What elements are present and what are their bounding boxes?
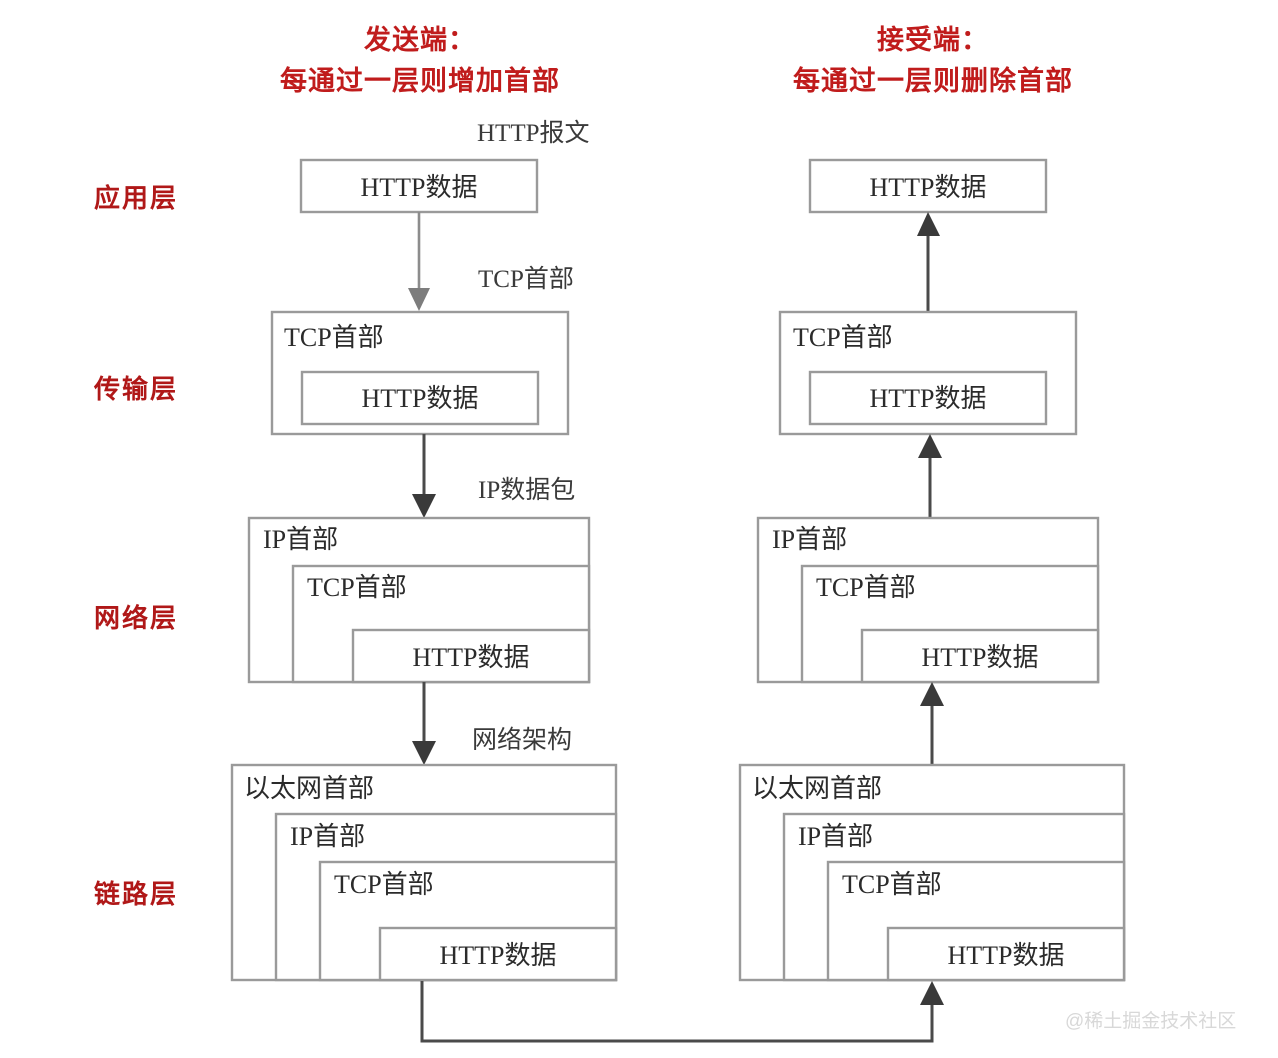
pdu-label-ip-packet: IP数据包 (478, 476, 575, 504)
arrow-head-icon (917, 212, 940, 236)
receiver-arrow-link-to-network (920, 682, 944, 765)
sender-app-http-data-rect (299, 158, 539, 214)
sender-header: 发送端： 每通过一层则增加首部 (280, 24, 560, 96)
sender-link-ethernet-header-label: 以太网首部 (244, 774, 374, 803)
sender-app-http-data-label: HTTP数据 (360, 173, 477, 202)
receiver-link-ethernet-header-label: 以太网首部 (752, 774, 882, 803)
arrow-head-icon (412, 494, 436, 518)
receiver-transport-box: TCP首部 HTTP数据 (778, 310, 1078, 436)
watermark: @稀土掘金技术社区 (1065, 1010, 1236, 1032)
sender-network-box: IP首部 TCP首部 HTTP数据 (247, 516, 591, 684)
receiver-network-http-data-rect (860, 628, 1100, 684)
pdu-label-http-message: HTTP报文 (477, 119, 590, 147)
receiver-header-line1: 接受端： (877, 24, 989, 55)
pdu-label-tcp-header: TCP首部 (478, 265, 574, 293)
receiver-app-http-data-label: HTTP数据 (869, 173, 986, 202)
sender-link-tcp-header-label: TCP首部 (334, 870, 434, 899)
sender-arrow-network-to-link (412, 682, 436, 765)
pdu-label-network-frame: 网络架构 (472, 726, 572, 754)
sender-network-ip-header-label: IP首部 (263, 525, 338, 554)
receiver-network-http-data-label: HTTP数据 (921, 643, 1038, 672)
layer-label-network: 网络层 (94, 603, 178, 633)
sender-network-http-data-rect (351, 628, 591, 684)
sender-application-box: HTTP数据 (299, 158, 539, 214)
sender-arrow-transport-to-network (412, 434, 436, 518)
receiver-application-box: HTTP数据 (808, 158, 1048, 214)
bottom-physical-link-connector (420, 981, 944, 1043)
receiver-transport-http-data-rect (808, 370, 1048, 426)
sender-transport-tcp-header-label: TCP首部 (284, 323, 384, 352)
receiver-network-box: IP首部 TCP首部 HTTP数据 (756, 516, 1100, 684)
layer-label-application: 应用层 (94, 183, 178, 213)
receiver-arrow-transport-to-app (917, 212, 940, 312)
receiver-header: 接受端： 每通过一层则删除首部 (793, 24, 1073, 96)
sender-link-box: 以太网首部 IP首部 TCP首部 HTTP数据 (230, 763, 618, 982)
arrow-head-icon (920, 682, 944, 706)
receiver-link-box: 以太网首部 IP首部 TCP首部 HTTP数据 (738, 763, 1126, 982)
arrow-head-icon (408, 288, 430, 311)
sender-network-http-data-label: HTTP数据 (412, 643, 529, 672)
receiver-network-ip-header-label: IP首部 (772, 525, 847, 554)
receiver-header-line2: 每通过一层则删除首部 (793, 65, 1073, 96)
receiver-link-ip-header-label: IP首部 (798, 822, 873, 851)
receiver-transport-http-data-label: HTTP数据 (869, 384, 986, 413)
sender-link-ip-header-label: IP首部 (290, 822, 365, 851)
sender-transport-http-data-label: HTTP数据 (361, 384, 478, 413)
arrow-head-icon (920, 981, 944, 1005)
sender-link-http-data-label: HTTP数据 (439, 941, 556, 970)
arrow-head-icon (412, 741, 436, 765)
sender-transport-box: TCP首部 HTTP数据 (270, 310, 570, 436)
sender-link-http-data-rect (378, 926, 618, 982)
sender-arrow-app-to-transport (408, 212, 430, 311)
receiver-link-tcp-header-label: TCP首部 (842, 870, 942, 899)
receiver-transport-tcp-header-label: TCP首部 (793, 323, 893, 352)
layer-label-transport: 传输层 (93, 374, 178, 404)
sender-header-line2: 每通过一层则增加首部 (280, 65, 560, 96)
receiver-network-tcp-header-label: TCP首部 (816, 573, 916, 602)
sender-transport-http-data-rect (300, 370, 540, 426)
arrow-head-icon (918, 434, 942, 458)
receiver-arrow-network-to-transport (918, 434, 942, 518)
sender-network-tcp-header-label: TCP首部 (307, 573, 407, 602)
receiver-link-http-data-label: HTTP数据 (947, 941, 1064, 970)
receiver-link-http-data-rect (886, 926, 1126, 982)
layer-label-link: 链路层 (94, 879, 178, 909)
sender-header-line1: 发送端： (363, 24, 476, 55)
